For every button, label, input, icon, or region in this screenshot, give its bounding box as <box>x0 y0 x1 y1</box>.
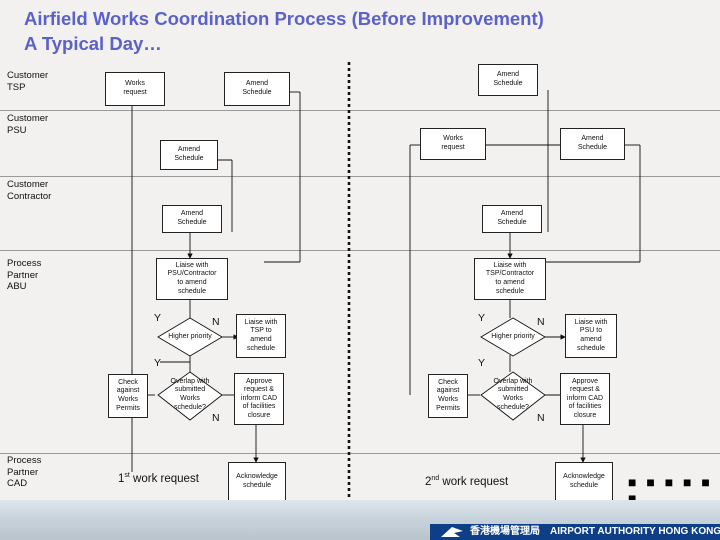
lane-divider <box>0 453 720 454</box>
box-acknowledge-right: Acknowledge schedule <box>555 462 613 502</box>
box-approve-right: Approve request & inform CAD of faciliti… <box>560 373 610 425</box>
airport-authority-logo-icon <box>441 527 463 537</box>
box-approve-left: Approve request & inform CAD of faciliti… <box>234 373 284 425</box>
label-overlap-right: Overlap with submitted Works schedule? <box>493 377 533 411</box>
box-contractor-amend-schedule-right: Amend Schedule <box>482 205 542 233</box>
box-psu-amend-schedule-right: Amend Schedule <box>560 128 625 160</box>
lane-label-process-partner-abu: Process Partner ABU <box>7 258 42 292</box>
label-overlap-left: Overlap with submitted Works schedule? <box>170 377 210 411</box>
box-check-permits-right: Check against Works Permits <box>428 374 468 418</box>
box-abu-liaise-right: Liaise with TSP/Contractor to amend sche… <box>474 258 546 300</box>
footer-english-name: AIRPORT AUTHORITY HONG KONG <box>550 526 720 537</box>
lane-divider <box>0 250 720 251</box>
box-liaise-tsp: Liaise with TSP to amend schedule <box>236 314 286 358</box>
lane-label-customer-tsp: Customer TSP <box>7 70 49 93</box>
yes-label: Y <box>154 312 162 324</box>
lane-divider <box>0 110 720 111</box>
second-work-request-label: 2nd work request <box>425 475 509 488</box>
lane-divider <box>0 176 720 177</box>
lane-label-process-partner-cad: Process Partner CAD <box>7 455 42 489</box>
box-tsp-works-request: Works request <box>105 72 165 106</box>
decision-diamond-higher-priority-right <box>480 317 546 357</box>
no-label: N <box>537 316 545 328</box>
box-psu-works-request: Works request <box>420 128 486 160</box>
footer-chinese-name: 香港機場管理局 <box>470 526 540 537</box>
decision-diamond-overlap-right <box>480 371 546 421</box>
box-abu-liaise-left: Liaise with PSU/Contractor to amend sche… <box>156 258 228 300</box>
box-liaise-psu: Liaise with PSU to amend schedule <box>565 314 617 358</box>
title-line-2: A Typical Day… <box>24 33 162 54</box>
box-acknowledge-left: Acknowledge schedule <box>228 462 286 502</box>
lane-label-customer-contractor: Customer Contractor <box>7 179 52 202</box>
footer-brand-bar <box>430 524 720 540</box>
decision-diamond-overlap-left <box>157 371 223 421</box>
footer-brand-text: 香港機場管理局 AIRPORT AUTHORITY HONG KONG <box>470 524 720 540</box>
box-tsp-amend-schedule: Amend Schedule <box>224 72 290 106</box>
yes-label: Y <box>154 357 162 369</box>
no-label: N <box>212 316 220 328</box>
lane-label-customer-psu: Customer PSU <box>7 113 49 136</box>
yes-label: Y <box>478 312 486 324</box>
box-psu-amend-schedule: Amend Schedule <box>160 140 218 170</box>
title-line-1: Airfield Works Coordination Process (Bef… <box>24 8 544 29</box>
label-higher-priority-right: Higher priority <box>491 332 535 340</box>
label-higher-priority-left: Higher priority <box>168 332 212 340</box>
continuation-dots: ■ ■ ■ ■ ■ ■ <box>628 474 713 506</box>
no-label: N <box>537 412 545 424</box>
box-tsp-amend-schedule-right: Amend Schedule <box>478 64 538 96</box>
decision-diamond-higher-priority-left <box>157 317 223 357</box>
first-work-request-label: 1st work request <box>118 472 199 485</box>
no-label: N <box>212 412 220 424</box>
box-contractor-amend-schedule-left: Amend Schedule <box>162 205 222 233</box>
yes-label: Y <box>478 357 486 369</box>
diagram-title: Airfield Works Coordination Process (Bef… <box>24 6 714 56</box>
box-check-permits-left: Check against Works Permits <box>108 374 148 418</box>
